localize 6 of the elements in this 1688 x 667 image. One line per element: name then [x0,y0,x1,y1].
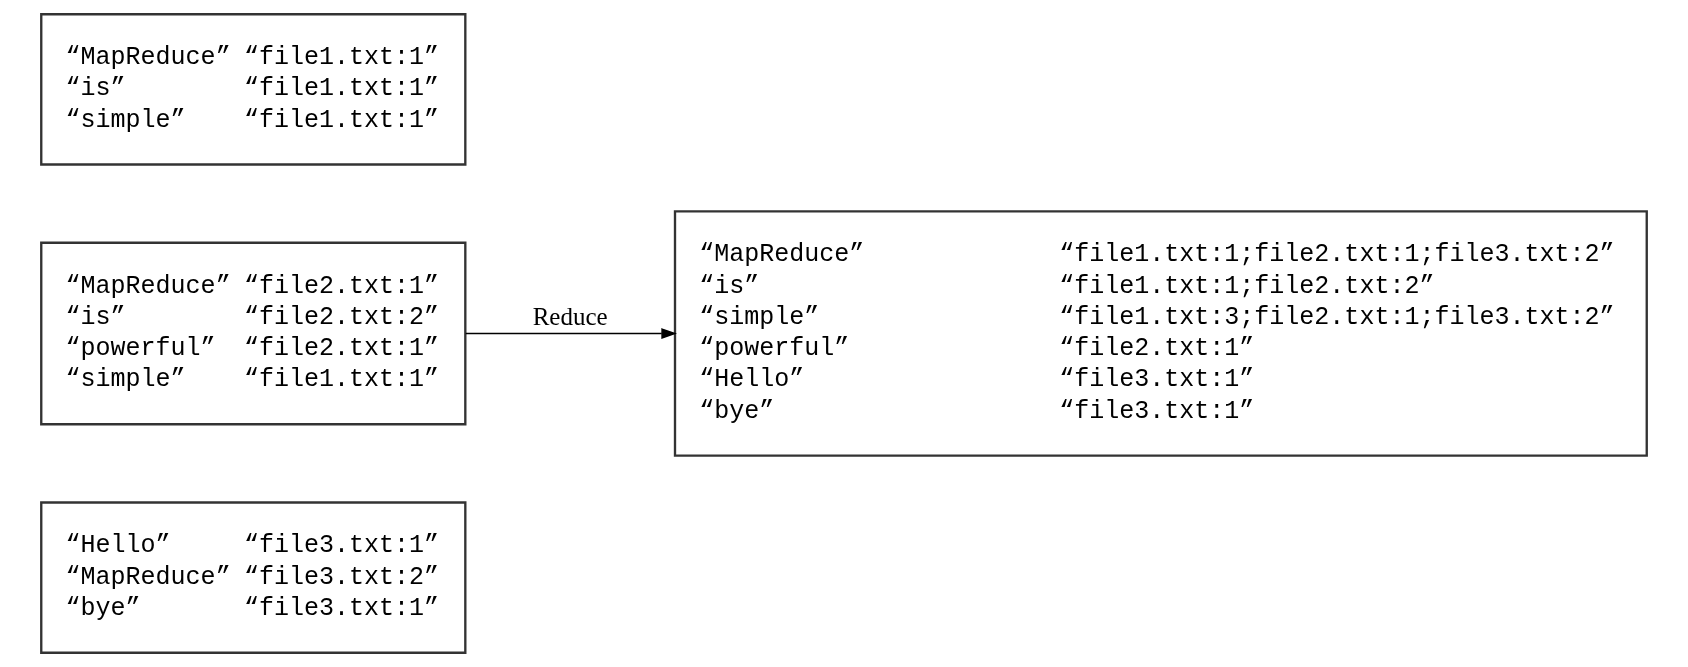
node-box: “Hello” “file3.txt:1” “MapReduce” “file3.txt:2” “bye” “file3.txt:1” [40,501,467,654]
node-box: “MapReduce” “file2.txt:1” “is” “file2.txt:2” “powerful” “file2.txt:1” “simple” “file1.txt:1” [40,241,467,426]
arrow [465,328,677,339]
node-box: “MapReduce” “file1.txt:1;file2.txt:1;file3.txt:2” “is” “file1.txt:1;file2.txt:2” “simple” “file1.txt:3;file2.txt:1;file3.txt:2” “powerful” “file2.txt:1” “Hello” “file3.txt:1” “bye” “file3.txt:1” [673,210,1648,457]
edge-label: Reduce [532,303,608,331]
node-box: “MapReduce” “file1.txt:1” “is” “file1.txt:1” “simple” “file1.txt:1” [40,13,467,166]
